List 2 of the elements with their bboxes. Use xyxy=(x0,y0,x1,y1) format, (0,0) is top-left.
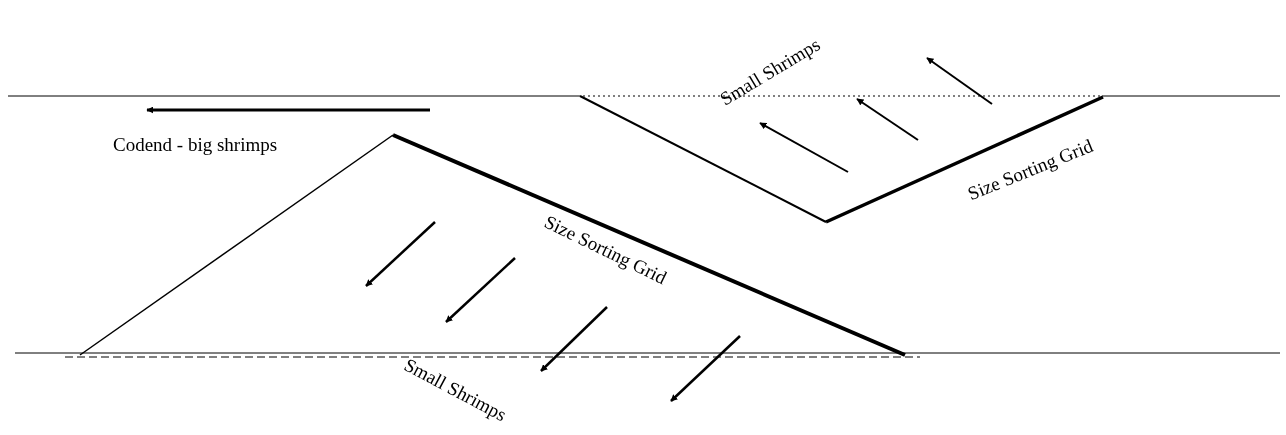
flow-label: Codend - big shrimps xyxy=(113,134,278,156)
grid-label: Size Sorting Grid xyxy=(964,134,1096,206)
